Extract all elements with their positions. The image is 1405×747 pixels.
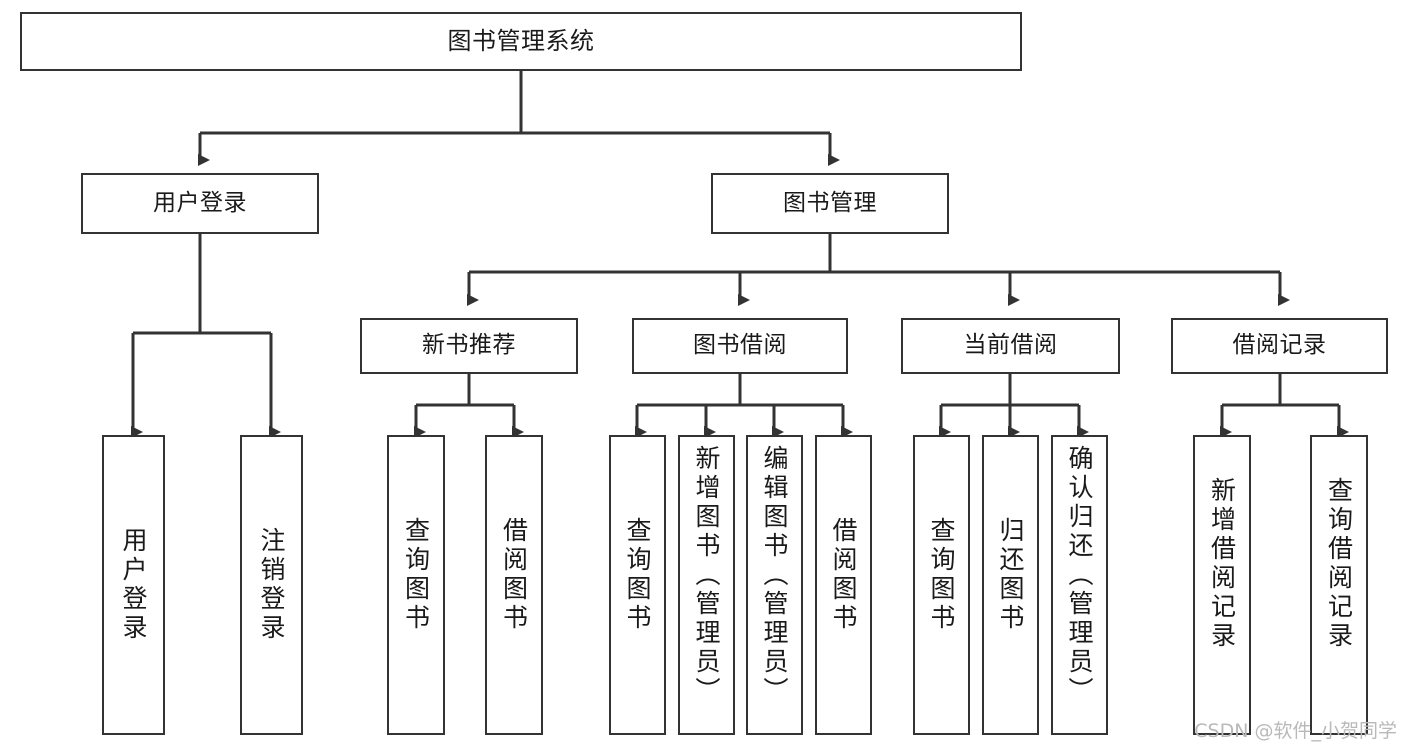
node-leaf-borrow-book-1-label: 借阅图书 bbox=[499, 517, 529, 633]
node-leaf-query-record[interactable]: 查询借阅记录 bbox=[1310, 435, 1368, 735]
node-leaf-add-record[interactable]: 新增借阅记录 bbox=[1193, 435, 1251, 735]
node-leaf-add-book[interactable]: 新增图书（管理员） bbox=[678, 435, 735, 735]
node-leaf-query-record-label: 查询借阅记录 bbox=[1324, 477, 1354, 651]
node-leaf-query-book-3[interactable]: 查询图书 bbox=[913, 435, 970, 735]
node-root-label: 图书管理系统 bbox=[447, 27, 595, 56]
node-leaf-borrow-book-1[interactable]: 借阅图书 bbox=[485, 435, 543, 735]
node-leaf-user-login[interactable]: 用户登录 bbox=[102, 435, 165, 735]
csdn-watermark: CSDN @软件_小贺同学 bbox=[1194, 720, 1397, 742]
node-leaf-user-logout[interactable]: 注销登录 bbox=[240, 435, 303, 735]
node-leaf-edit-book[interactable]: 编辑图书（管理员） bbox=[746, 435, 803, 735]
node-leaf-query-book-3-label: 查询图书 bbox=[927, 517, 956, 633]
node-current-borrow-label: 当前借阅 bbox=[963, 332, 1058, 359]
node-new-book-recommend-label: 新书推荐 bbox=[422, 332, 516, 359]
node-leaf-borrow-book-2-label: 借阅图书 bbox=[829, 517, 858, 633]
node-borrow-record[interactable]: 借阅记录 bbox=[1171, 318, 1388, 374]
node-leaf-borrow-book-2[interactable]: 借阅图书 bbox=[815, 435, 872, 735]
node-leaf-query-book-1-label: 查询图书 bbox=[401, 517, 431, 633]
node-book-manage[interactable]: 图书管理 bbox=[711, 173, 949, 234]
node-new-book-recommend[interactable]: 新书推荐 bbox=[360, 318, 578, 374]
node-root[interactable]: 图书管理系统 bbox=[20, 12, 1022, 71]
node-leaf-add-record-label: 新增借阅记录 bbox=[1207, 477, 1237, 651]
node-book-manage-label: 图书管理 bbox=[783, 189, 877, 216]
node-user-login[interactable]: 用户登录 bbox=[81, 173, 319, 234]
node-leaf-add-book-label: 新增图书（管理员） bbox=[692, 445, 721, 706]
node-user-login-label: 用户登录 bbox=[153, 189, 247, 216]
node-leaf-query-book-2-label: 查询图书 bbox=[623, 517, 652, 633]
node-leaf-return-book-label: 归还图书 bbox=[996, 517, 1025, 633]
node-leaf-user-logout-label: 注销登录 bbox=[257, 527, 286, 643]
node-leaf-query-book-1[interactable]: 查询图书 bbox=[387, 435, 445, 735]
node-leaf-confirm-return-label: 确认归还（管理员） bbox=[1065, 445, 1094, 706]
node-current-borrow[interactable]: 当前借阅 bbox=[901, 318, 1120, 374]
node-leaf-confirm-return[interactable]: 确认归还（管理员） bbox=[1051, 435, 1108, 735]
node-leaf-return-book[interactable]: 归还图书 bbox=[982, 435, 1039, 735]
node-book-borrow-label: 图书借阅 bbox=[693, 332, 787, 359]
node-book-borrow[interactable]: 图书借阅 bbox=[632, 318, 848, 374]
node-borrow-record-label: 借阅记录 bbox=[1232, 332, 1327, 359]
node-leaf-user-login-label: 用户登录 bbox=[119, 527, 148, 643]
node-leaf-edit-book-label: 编辑图书（管理员） bbox=[760, 445, 789, 706]
node-leaf-query-book-2[interactable]: 查询图书 bbox=[609, 435, 666, 735]
